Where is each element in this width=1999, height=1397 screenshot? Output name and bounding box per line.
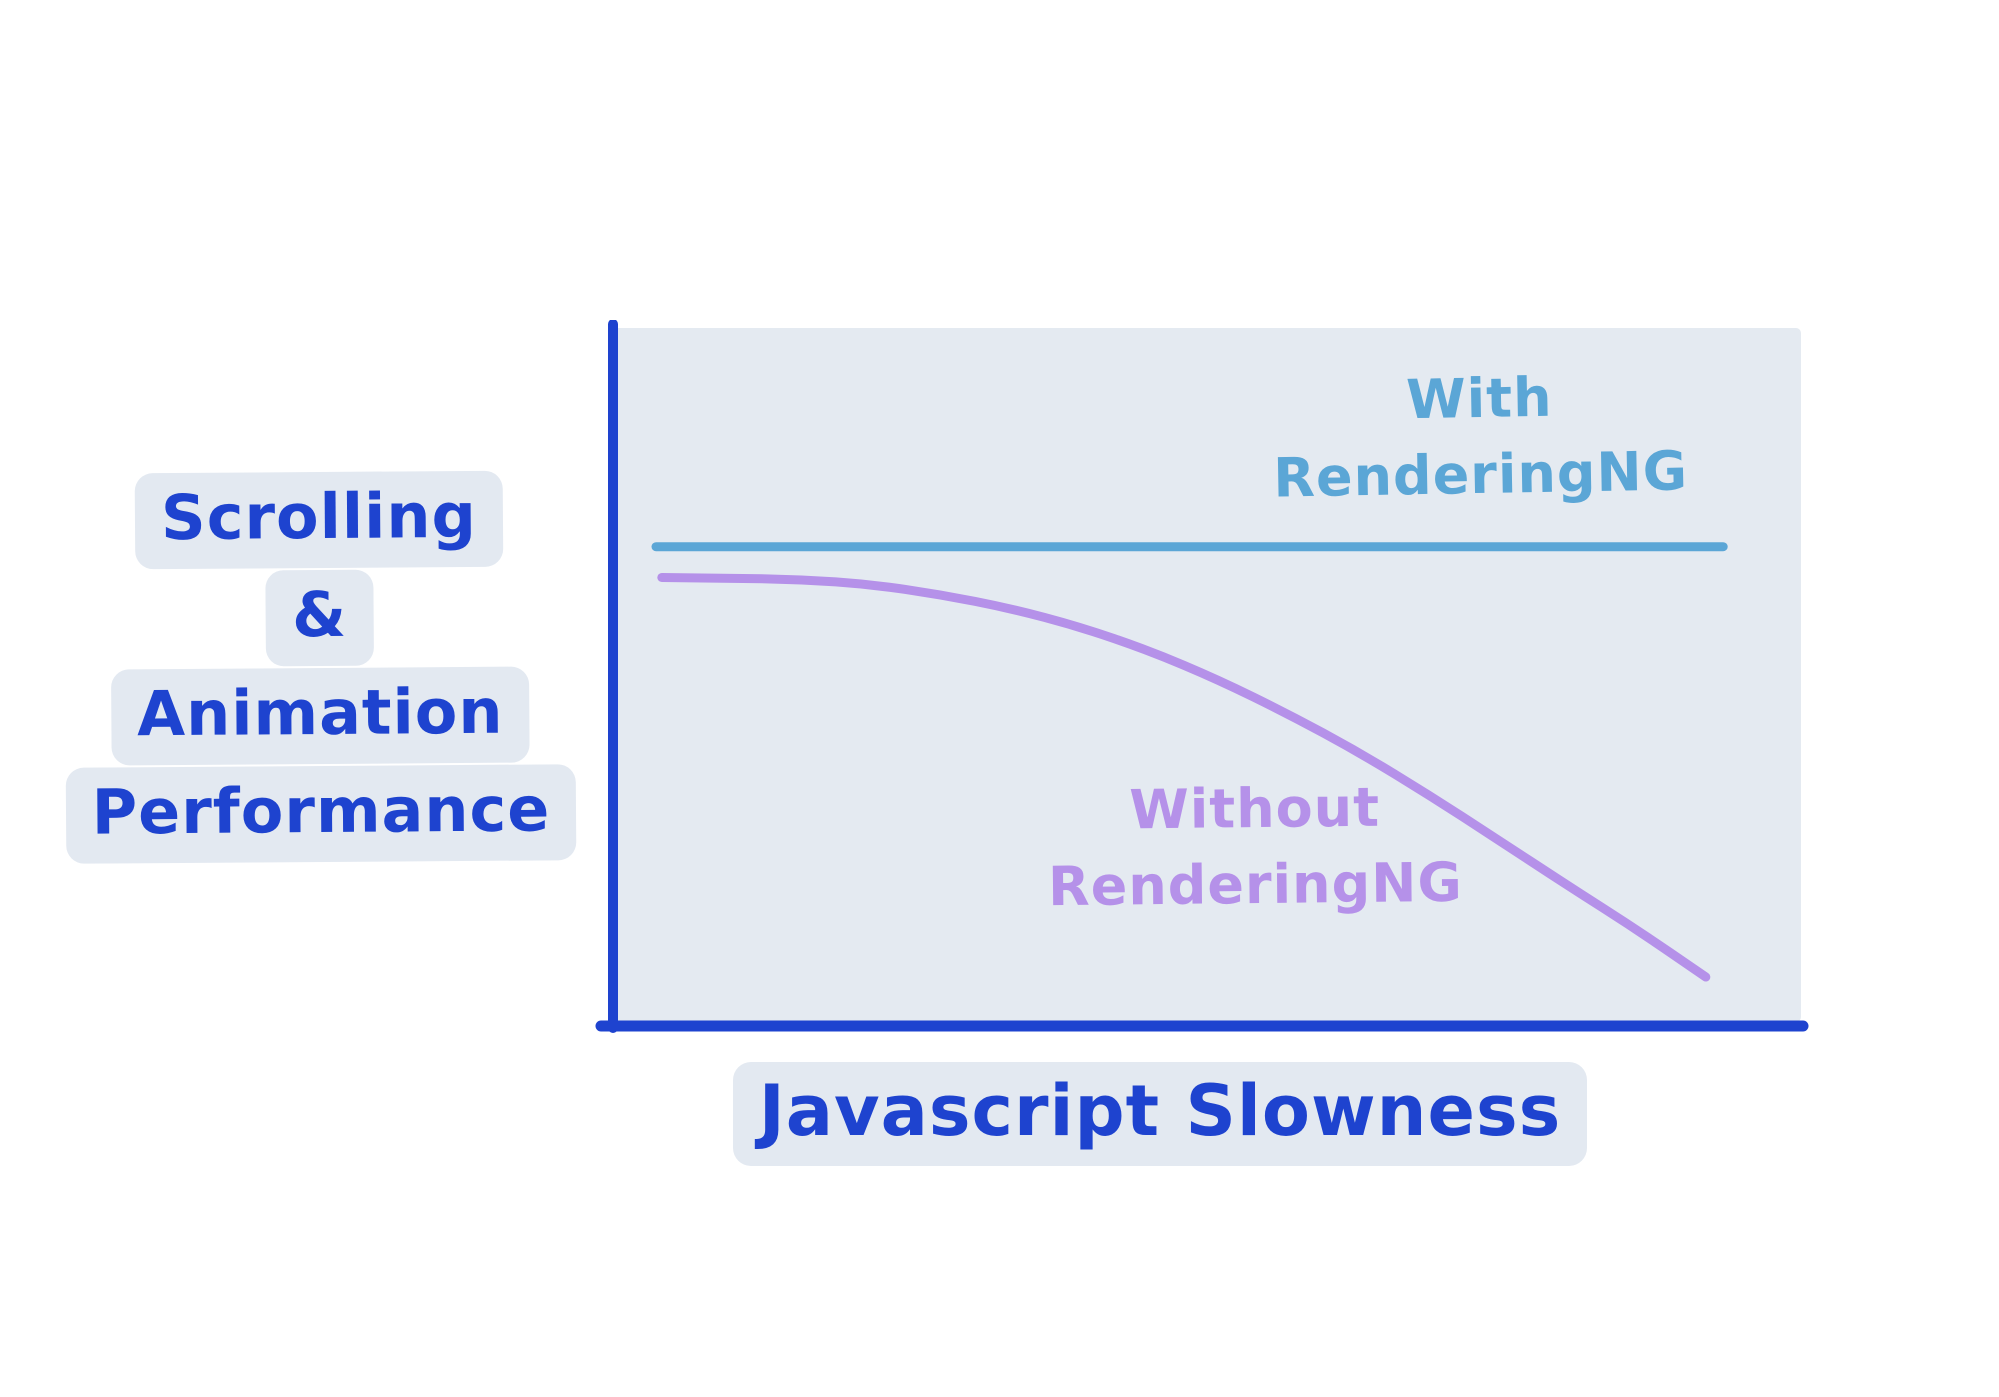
- y-axis-label: Scrolling & Animation Performance: [39, 468, 602, 866]
- y-axis-label-line-2: &: [265, 569, 374, 667]
- series-label-with-line-2: RenderingNG: [1272, 439, 1689, 510]
- series-label-with-renderingng: With RenderingNG: [1159, 354, 1802, 519]
- series-label-without-line-1: Without: [1128, 775, 1381, 842]
- y-axis-label-line-3: Animation: [110, 666, 530, 766]
- series-label-without-renderingng: Without RenderingNG: [954, 767, 1556, 927]
- series-label-without-line-2: RenderingNG: [1047, 850, 1464, 919]
- y-axis-label-line-4: Performance: [65, 764, 577, 864]
- series-label-with-line-1: With: [1405, 365, 1554, 432]
- x-axis-label-text: Javascript Slowness: [732, 1062, 1588, 1166]
- y-axis-label-line-1: Scrolling: [134, 470, 504, 570]
- series-lines: [651, 542, 1728, 982]
- x-axis-label: Javascript Slowness: [700, 1062, 1620, 1166]
- series-line-without-renderingng: [657, 572, 1711, 982]
- chart-plot: [595, 320, 1809, 1033]
